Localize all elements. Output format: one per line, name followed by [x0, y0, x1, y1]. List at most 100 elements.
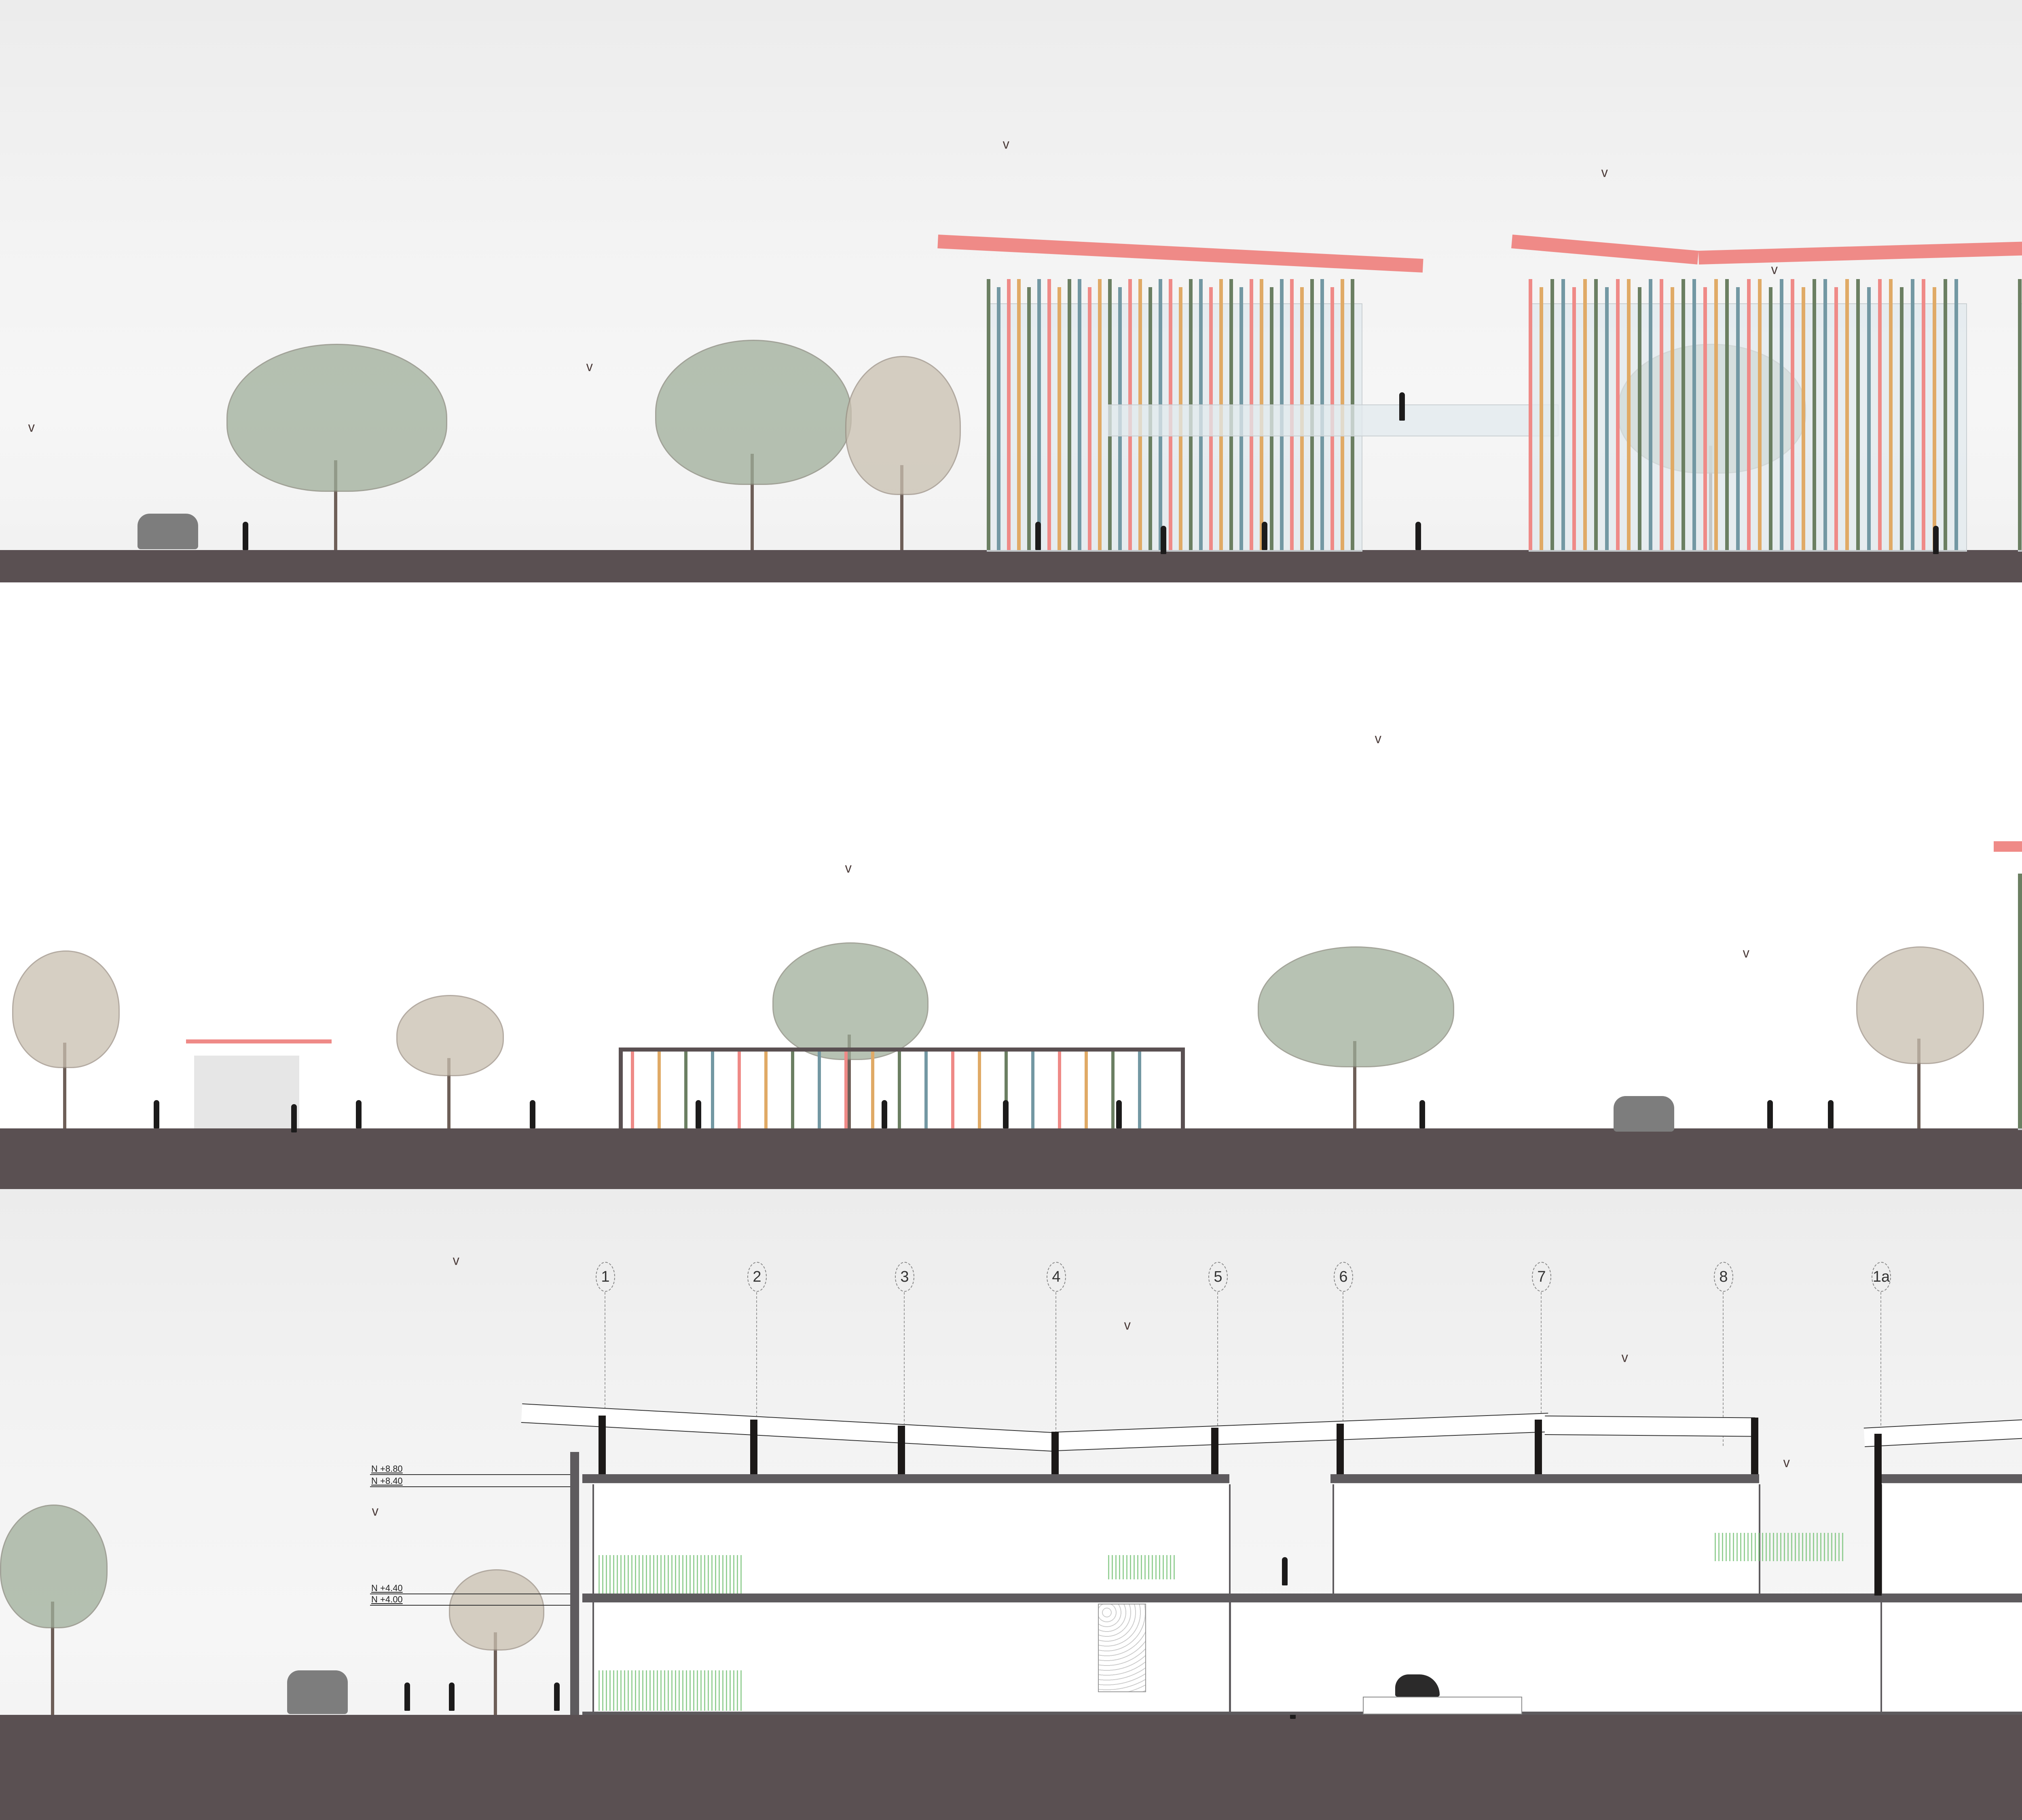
- planter-greenery: [599, 1555, 744, 1594]
- person-silhouette-icon: [1933, 526, 1939, 554]
- colored-fin: [1098, 279, 1102, 550]
- colored-fin: [1616, 279, 1620, 550]
- bird-icon: ᵛ: [1124, 1317, 1131, 1339]
- colored-fin: [1572, 287, 1576, 550]
- colored-fin: [1922, 279, 1925, 550]
- colored-fin: [1834, 287, 1838, 550]
- person-silhouette-icon: [1282, 1557, 1288, 1585]
- colored-fin: [1944, 279, 1947, 550]
- person-silhouette-icon: [1003, 1100, 1009, 1128]
- colored-fin: [1047, 279, 1051, 550]
- person-silhouette-icon: [1262, 522, 1267, 550]
- grid-axis-bubble: 4: [1047, 1262, 1066, 1292]
- person-silhouette-icon: [554, 1682, 560, 1711]
- bird-icon: ᵛ: [1783, 1455, 1790, 1476]
- bird-icon: ᵛ: [1771, 262, 1778, 283]
- tree-canopy-icon: [655, 340, 852, 485]
- colored-fin: [1758, 279, 1762, 550]
- colored-fin: [1845, 279, 1849, 550]
- person-silhouette-icon: [404, 1682, 410, 1711]
- bird-icon: ᵛ: [1622, 1350, 1628, 1371]
- grid-axis-line: [1541, 1292, 1542, 1446]
- pavilion-fin: [818, 1052, 821, 1128]
- tree-canopy-icon: [226, 344, 447, 492]
- colored-fin: [1747, 279, 1751, 550]
- pavilion-fin: [684, 1052, 687, 1128]
- colored-fin: [1954, 279, 1958, 550]
- person-silhouette-icon: [1415, 522, 1421, 550]
- person-silhouette-icon: [243, 522, 248, 550]
- section-column: [1751, 1418, 1758, 1474]
- colored-fin: [1813, 279, 1816, 550]
- section-room-lower-c: [1880, 1602, 2022, 1714]
- roof-slab: [1330, 1474, 1759, 1483]
- colored-fin: [1769, 287, 1772, 550]
- grid-axis-line: [904, 1292, 905, 1446]
- tree-canopy-icon: [396, 995, 504, 1076]
- colored-fin: [1078, 279, 1081, 550]
- corner-post: [2018, 874, 2022, 1128]
- colored-fin: [987, 279, 990, 550]
- colored-fin: [1671, 287, 1674, 550]
- colored-fin: [1540, 287, 1543, 550]
- pavilion-fin: [844, 1052, 848, 1128]
- tree-canopy-icon: [0, 1505, 108, 1628]
- grid-axis-bubble: 1a: [1872, 1262, 1891, 1292]
- colored-fin: [1638, 287, 1641, 550]
- colored-fin: [1007, 279, 1011, 550]
- skybridge: [1108, 404, 1559, 436]
- section-room-lower-b: [1229, 1602, 1884, 1714]
- level-marker-line: [370, 1486, 576, 1487]
- bird-icon: ᵛ: [1375, 731, 1381, 752]
- person-silhouette-icon: [291, 1104, 297, 1132]
- tree-trunk: [494, 1632, 497, 1715]
- grid-axis-bubble: 1: [596, 1262, 615, 1292]
- pavilion-fin: [1085, 1052, 1088, 1128]
- section-column: [1051, 1432, 1059, 1474]
- section-column: [750, 1420, 757, 1474]
- tree-canopy-icon: [12, 950, 120, 1068]
- colored-fin: [1802, 287, 1805, 550]
- colored-fin: [997, 287, 1000, 550]
- person-silhouette-icon: [1399, 392, 1405, 421]
- tree-trunk: [51, 1602, 54, 1715]
- grid-axis-bubble: 5: [1208, 1262, 1228, 1292]
- person-silhouette-icon: [530, 1100, 535, 1128]
- person-silhouette-icon: [1419, 1100, 1425, 1128]
- pavilion-fin: [791, 1052, 794, 1128]
- grid-axis-line: [1055, 1292, 1056, 1446]
- colored-fin: [1725, 279, 1729, 550]
- pavilion-fin: [711, 1052, 714, 1128]
- colored-fin: [1933, 287, 1936, 550]
- open-pavilion-frame: [619, 1048, 1185, 1132]
- colored-fin: [1878, 279, 1882, 550]
- colored-fin: [1900, 287, 1904, 550]
- kiosk-roof: [186, 1039, 332, 1043]
- person-silhouette-icon: [449, 1682, 455, 1711]
- planter-greenery: [1108, 1555, 1177, 1579]
- colored-fin: [1692, 279, 1696, 550]
- section-end-wall: [570, 1452, 579, 1715]
- level-marker-label: N +4.40: [371, 1583, 403, 1593]
- section-column: [599, 1416, 606, 1474]
- grid-axis-bubble: 7: [1532, 1262, 1551, 1292]
- roof-slab: [582, 1474, 1229, 1483]
- colored-fin: [1027, 287, 1031, 550]
- tree-trunk: [63, 1043, 66, 1128]
- pavilion-fin: [1031, 1052, 1034, 1128]
- pavilion-fin: [898, 1052, 901, 1128]
- colored-fin: [1660, 279, 1663, 550]
- person-silhouette-icon: [356, 1100, 362, 1128]
- car-icon: [137, 514, 198, 549]
- kiosk-wall: [194, 1056, 299, 1128]
- pink-roof-canopy: [1994, 841, 2022, 852]
- section-room-upper-b: [1332, 1484, 1760, 1600]
- grid-axis-bubble: 3: [895, 1262, 914, 1292]
- colored-fin: [1649, 279, 1652, 550]
- person-silhouette-icon: [882, 1100, 887, 1128]
- pavilion-fin: [631, 1052, 634, 1128]
- section-column: [1337, 1424, 1344, 1474]
- colored-fin: [1681, 279, 1685, 550]
- pavilion-fin: [1058, 1052, 1061, 1128]
- tree-trunk: [900, 465, 903, 550]
